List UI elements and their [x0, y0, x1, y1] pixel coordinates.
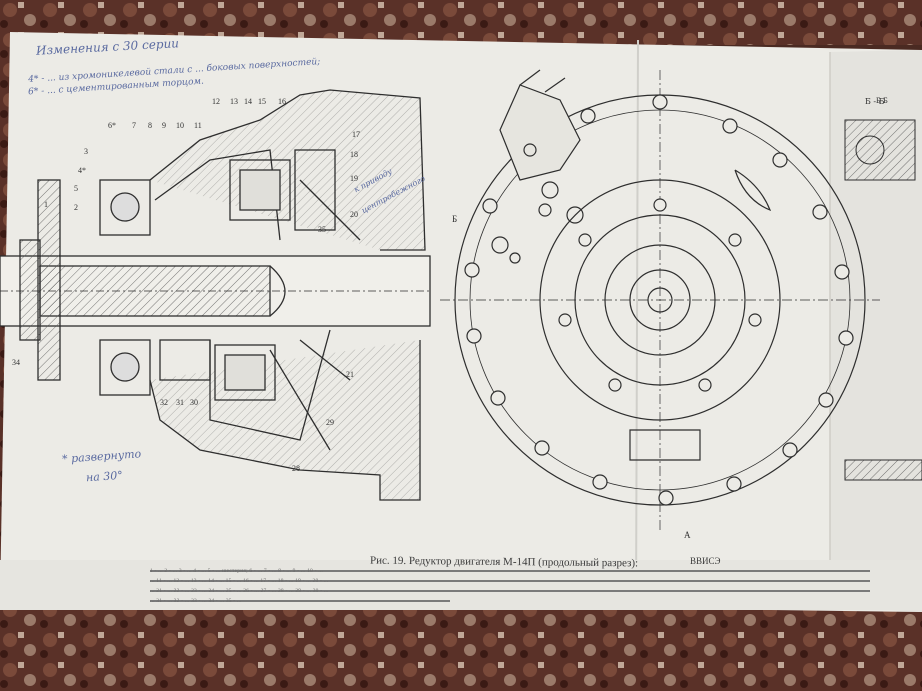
part-label: 6*: [108, 121, 116, 130]
part-label: 1: [44, 200, 48, 209]
part-label: 3: [84, 147, 88, 156]
part-label: 35: [318, 225, 326, 234]
legend-row: ... 31 - ... 32 - ... 33 - ... 34 - ... …: [150, 598, 242, 604]
handwritten-rotation-angle: на 30°: [85, 468, 124, 485]
part-label: 8: [148, 121, 152, 130]
part-label: 17: [352, 130, 360, 139]
part-label: 34: [12, 358, 20, 367]
section-label-a: А: [684, 530, 691, 540]
part-label: 11: [194, 121, 202, 130]
part-label: 16: [278, 97, 286, 106]
legend-row: ... 11 - ... 12 - ... 13 - ... 14 - ... …: [150, 578, 329, 584]
section-label-b: Б: [452, 214, 458, 224]
part-label: 5: [74, 184, 78, 193]
legend-row: 1 - ... 2 - ... 3 - ... 4 - ... 5 - ... …: [150, 568, 323, 574]
legend-row: ... 21 - ... 22 - ... 23 - ... 24 - ... …: [150, 588, 329, 594]
part-label: 32: [160, 398, 168, 407]
section-label-bb: Б-Б: [876, 96, 888, 105]
part-label: 19: [350, 174, 358, 183]
part-label: 10: [176, 121, 184, 130]
part-label: 31: [176, 398, 184, 407]
legend-lines: [150, 570, 870, 602]
part-label: 21: [346, 370, 354, 379]
part-label: 12: [212, 97, 220, 106]
part-label: 14: [244, 97, 252, 106]
detail-view-bb: Б - Б: [844, 97, 922, 481]
part-label: 4*: [78, 166, 86, 175]
part-label: 20: [350, 210, 358, 219]
part-label: 15: [258, 97, 266, 106]
part-label: 30: [190, 398, 198, 407]
caption-tag: ВВИСЭ: [690, 556, 721, 566]
inner-holes: [558, 198, 762, 392]
part-label: 9: [162, 121, 166, 130]
carpet-bottom: [0, 600, 922, 691]
part-label: 18: [350, 150, 358, 159]
part-label: 2: [74, 203, 78, 212]
gearbox-section: [0, 89, 431, 501]
part-label: 7: [132, 121, 136, 130]
part-label: 28: [292, 464, 300, 473]
gearbox-front-view: [440, 69, 880, 530]
part-label: 29: [326, 418, 334, 427]
part-label: 13: [230, 97, 238, 106]
svg-text:Б - Б: Б - Б: [865, 97, 885, 106]
